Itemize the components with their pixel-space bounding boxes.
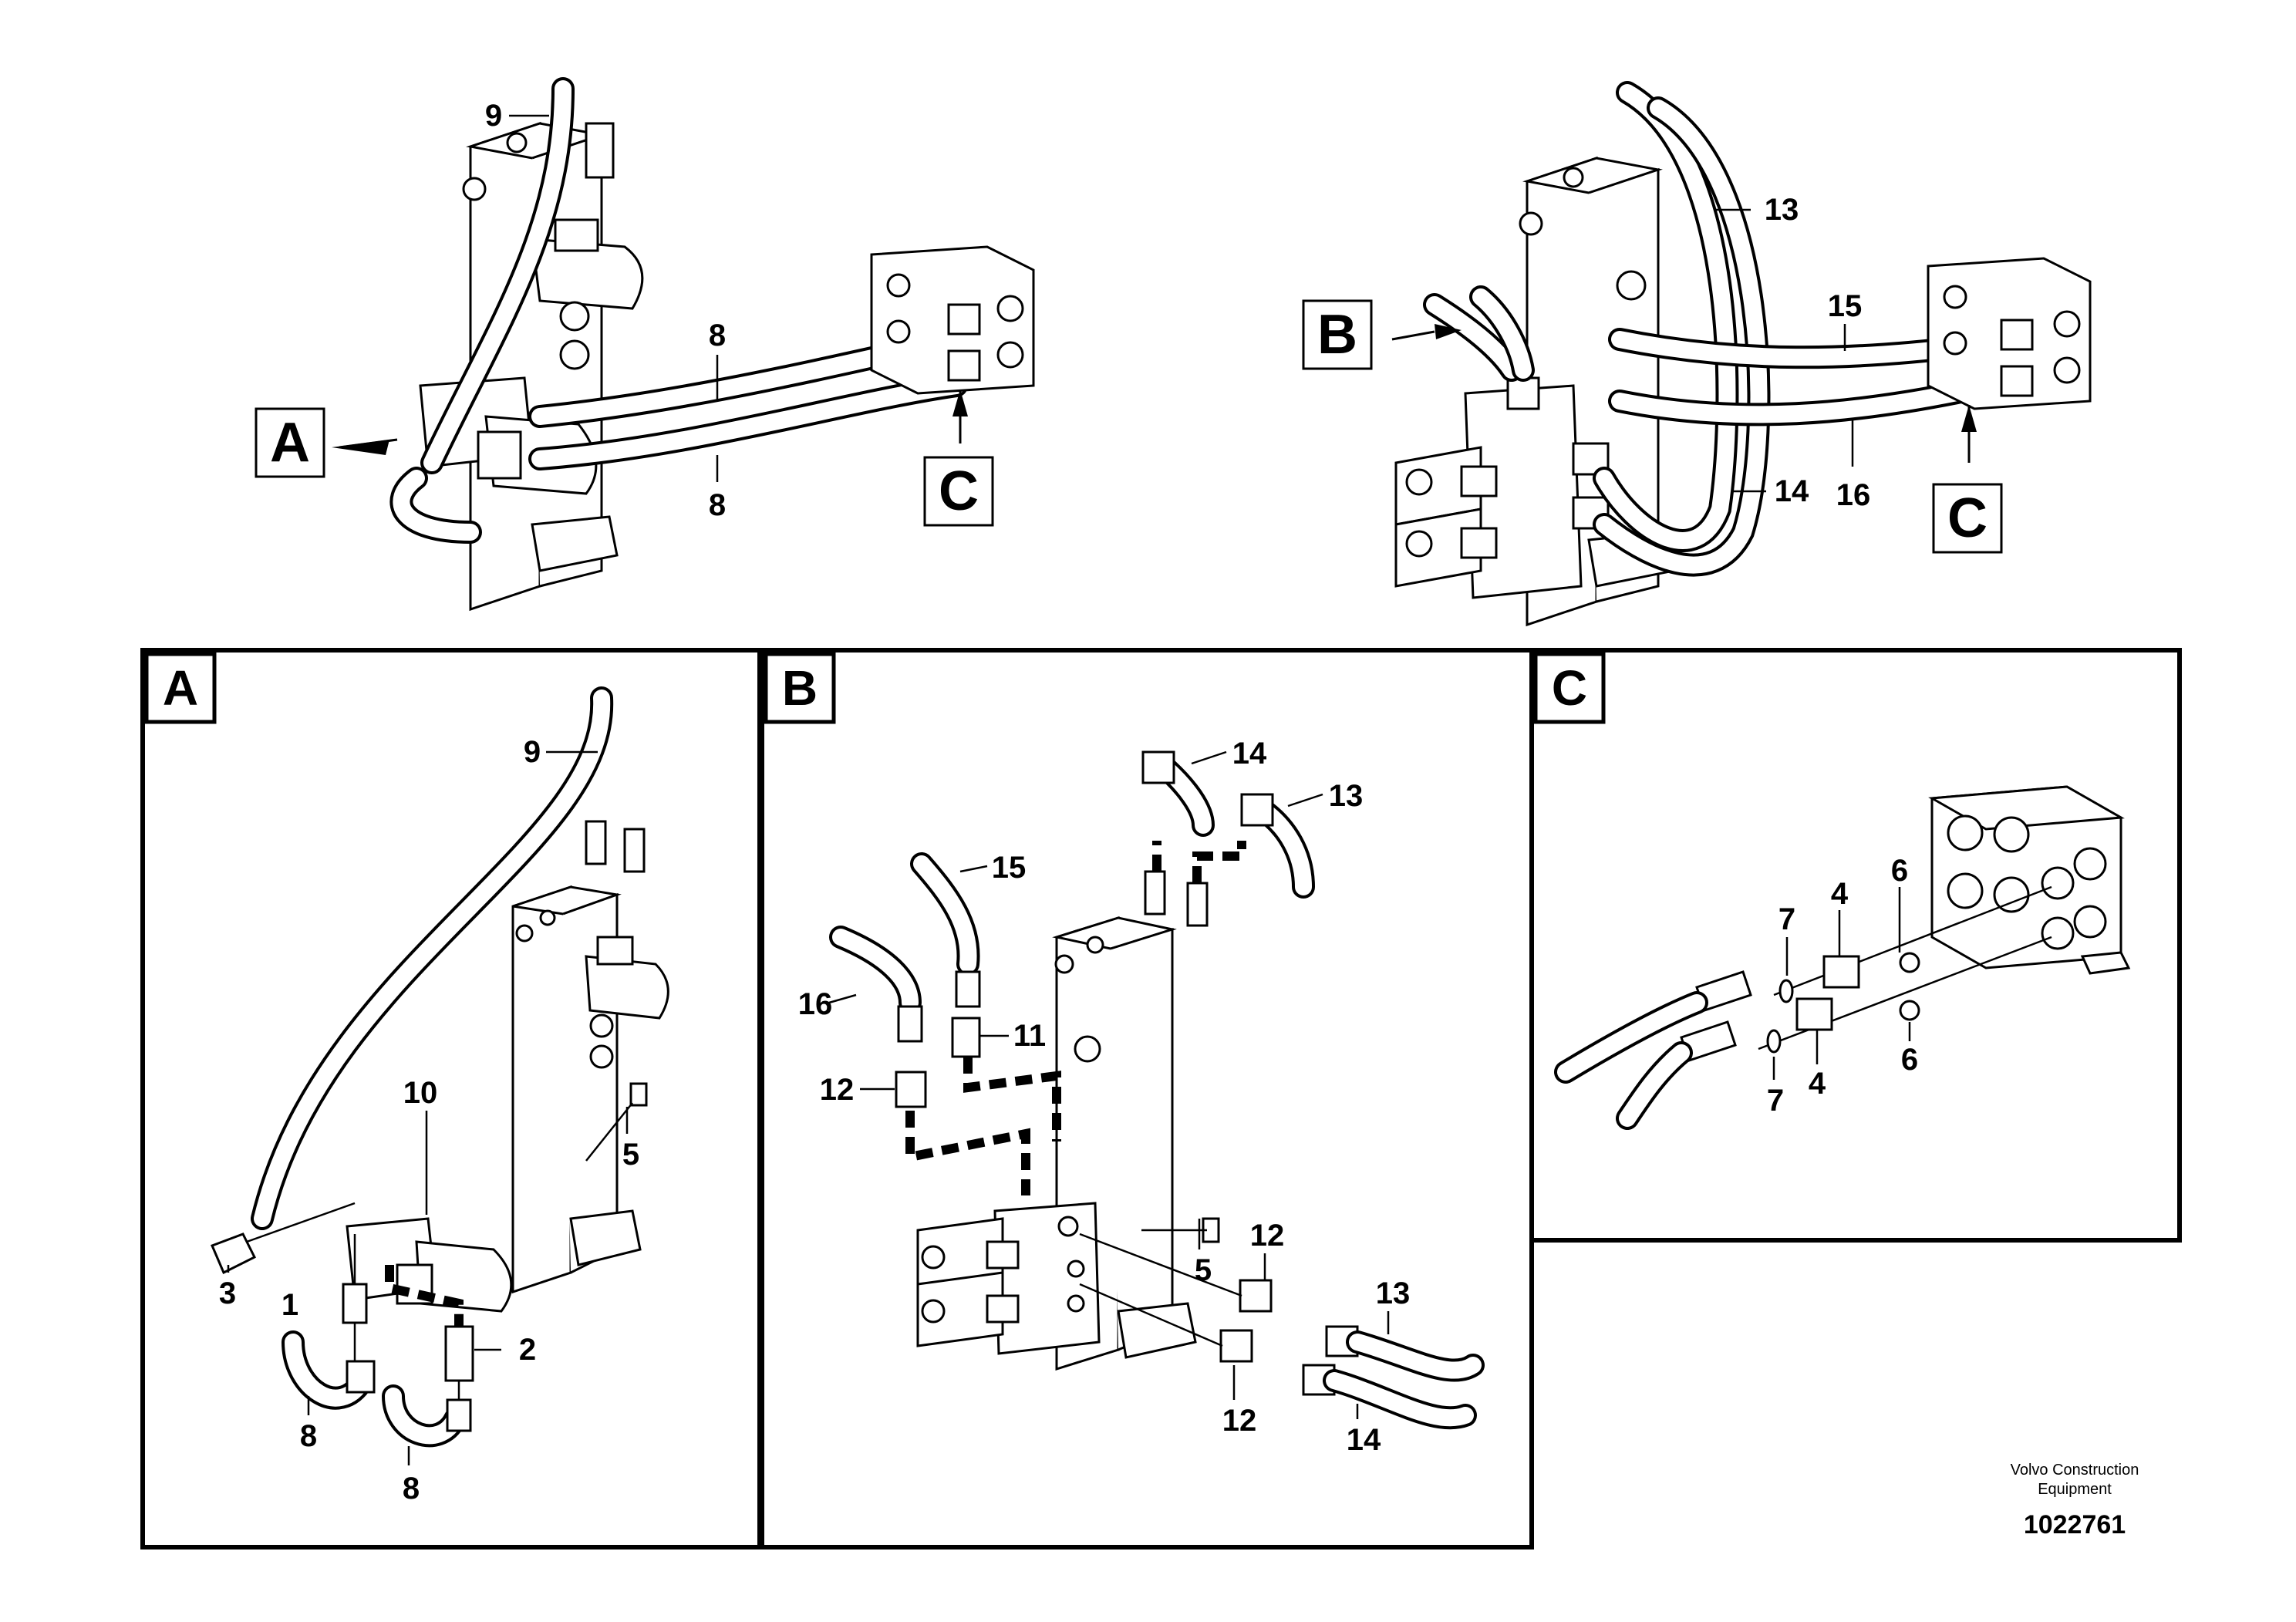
callout-a: A bbox=[270, 412, 310, 474]
callout-b: B bbox=[1317, 304, 1357, 366]
detail-b-title: B bbox=[782, 660, 818, 716]
drawing-number: 1022761 bbox=[2024, 1510, 2126, 1539]
label-hose-8-upper: 8 bbox=[709, 319, 726, 352]
label-hose-9: 9 bbox=[485, 99, 502, 133]
detail-b-label-14-top: 14 bbox=[1232, 737, 1267, 771]
callout-c-left: C bbox=[939, 460, 979, 522]
detail-a-label-10: 10 bbox=[403, 1076, 438, 1110]
brand-line-1: Volvo Construction bbox=[2011, 1462, 2139, 1479]
detail-c-frame bbox=[1529, 648, 2182, 1243]
detail-a-label-9: 9 bbox=[524, 735, 541, 769]
detail-b-label-11: 11 bbox=[1013, 1019, 1046, 1053]
detail-c-label-4-top: 4 bbox=[1831, 877, 1849, 911]
detail-c-title: C bbox=[1552, 660, 1587, 716]
detail-a-label-8a: 8 bbox=[300, 1419, 317, 1453]
callout-c-right: C bbox=[1947, 487, 1988, 549]
detail-b-label-15: 15 bbox=[992, 851, 1027, 885]
detail-c-label-6-bottom: 6 bbox=[1901, 1043, 1918, 1077]
callout-box-b bbox=[1302, 299, 1373, 370]
detail-a-label-2: 2 bbox=[519, 1333, 536, 1367]
label-hose-15: 15 bbox=[1828, 289, 1863, 323]
detail-a-label-5: 5 bbox=[622, 1138, 639, 1172]
detail-a-label-3: 3 bbox=[219, 1276, 236, 1310]
detail-b: B bbox=[764, 652, 1485, 1457]
label-hose-14: 14 bbox=[1775, 474, 1809, 508]
detail-a: A bbox=[144, 652, 669, 1506]
detail-a-label-8b: 8 bbox=[403, 1472, 420, 1506]
overview-right: 13 15 14 16 B C bbox=[1302, 81, 2092, 627]
detail-c-label-4-bottom: 4 bbox=[1809, 1067, 1826, 1101]
detail-c-label-7-bottom: 7 bbox=[1767, 1084, 1784, 1118]
detail-b-label-12-mid: 12 bbox=[1250, 1219, 1285, 1253]
detail-c: C 7 4 6 bbox=[1533, 652, 2131, 1130]
detail-b-label-16: 16 bbox=[798, 987, 833, 1021]
detail-c-label-6-top: 6 bbox=[1891, 854, 1908, 888]
detail-a-label-1: 1 bbox=[282, 1288, 298, 1322]
callout-box-a bbox=[255, 407, 325, 478]
detail-a-title: A bbox=[163, 660, 198, 716]
detail-b-label-14-bottom: 14 bbox=[1347, 1423, 1381, 1457]
label-hose-16: 16 bbox=[1836, 478, 1871, 512]
overview-left: 9 8 8 A C bbox=[255, 77, 1035, 612]
detail-c-label-7-top: 7 bbox=[1778, 902, 1795, 936]
label-hose-13: 13 bbox=[1765, 193, 1799, 227]
callout-box-c-right bbox=[1932, 483, 2003, 554]
detail-b-label-13-bottom: 13 bbox=[1376, 1276, 1411, 1310]
detail-b-label-13-top: 13 bbox=[1329, 779, 1364, 813]
footer-brand: Volvo Construction Equipment 1022761 bbox=[2011, 1462, 2139, 1539]
brand-line-2: Equipment bbox=[2038, 1481, 2112, 1498]
label-hose-8-lower: 8 bbox=[709, 488, 726, 522]
detail-b-label-12-left: 12 bbox=[820, 1073, 855, 1107]
detail-b-label-12-bottom: 12 bbox=[1222, 1404, 1257, 1438]
callout-box-c-left bbox=[923, 456, 994, 527]
detail-b-label-5: 5 bbox=[1195, 1253, 1212, 1287]
